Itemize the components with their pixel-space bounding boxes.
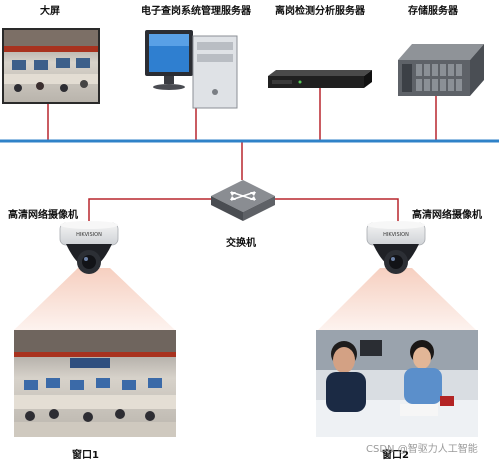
mgmt-server-label: 电子查岗系统管理服务器 [141,6,251,17]
camera-left-view-cone [14,268,175,330]
window2-label: 窗口2 [382,450,409,461]
device-links [47,88,437,222]
camera-left-brand: HIKVISION [76,232,102,238]
window1-label: 窗口1 [72,450,99,461]
switch-icon [211,180,275,221]
window2-image [316,330,478,437]
camera-left-label: 高清网络摄像机 [8,210,78,221]
storage-server-label: 存储服务器 [408,6,458,17]
analysis-server-image [268,70,372,88]
window1-image [14,330,176,437]
big-screen-image [2,28,100,104]
screen-label: 大屏 [40,6,60,17]
analysis-server-label: 离岗检测分析服务器 [275,6,365,17]
switch-label: 交换机 [226,238,256,249]
camera-right-label: 高清网络摄像机 [412,210,482,221]
storage-server-image [398,44,484,96]
camera-right-brand: HIKVISION [383,232,409,238]
watermark: CSDN @智驱力人工智能 [366,444,478,455]
camera-left-icon: HIKVISION [59,221,119,274]
management-server-image [145,30,238,109]
camera-right-view-cone [318,268,476,330]
camera-right-icon: HIKVISION [366,221,426,274]
